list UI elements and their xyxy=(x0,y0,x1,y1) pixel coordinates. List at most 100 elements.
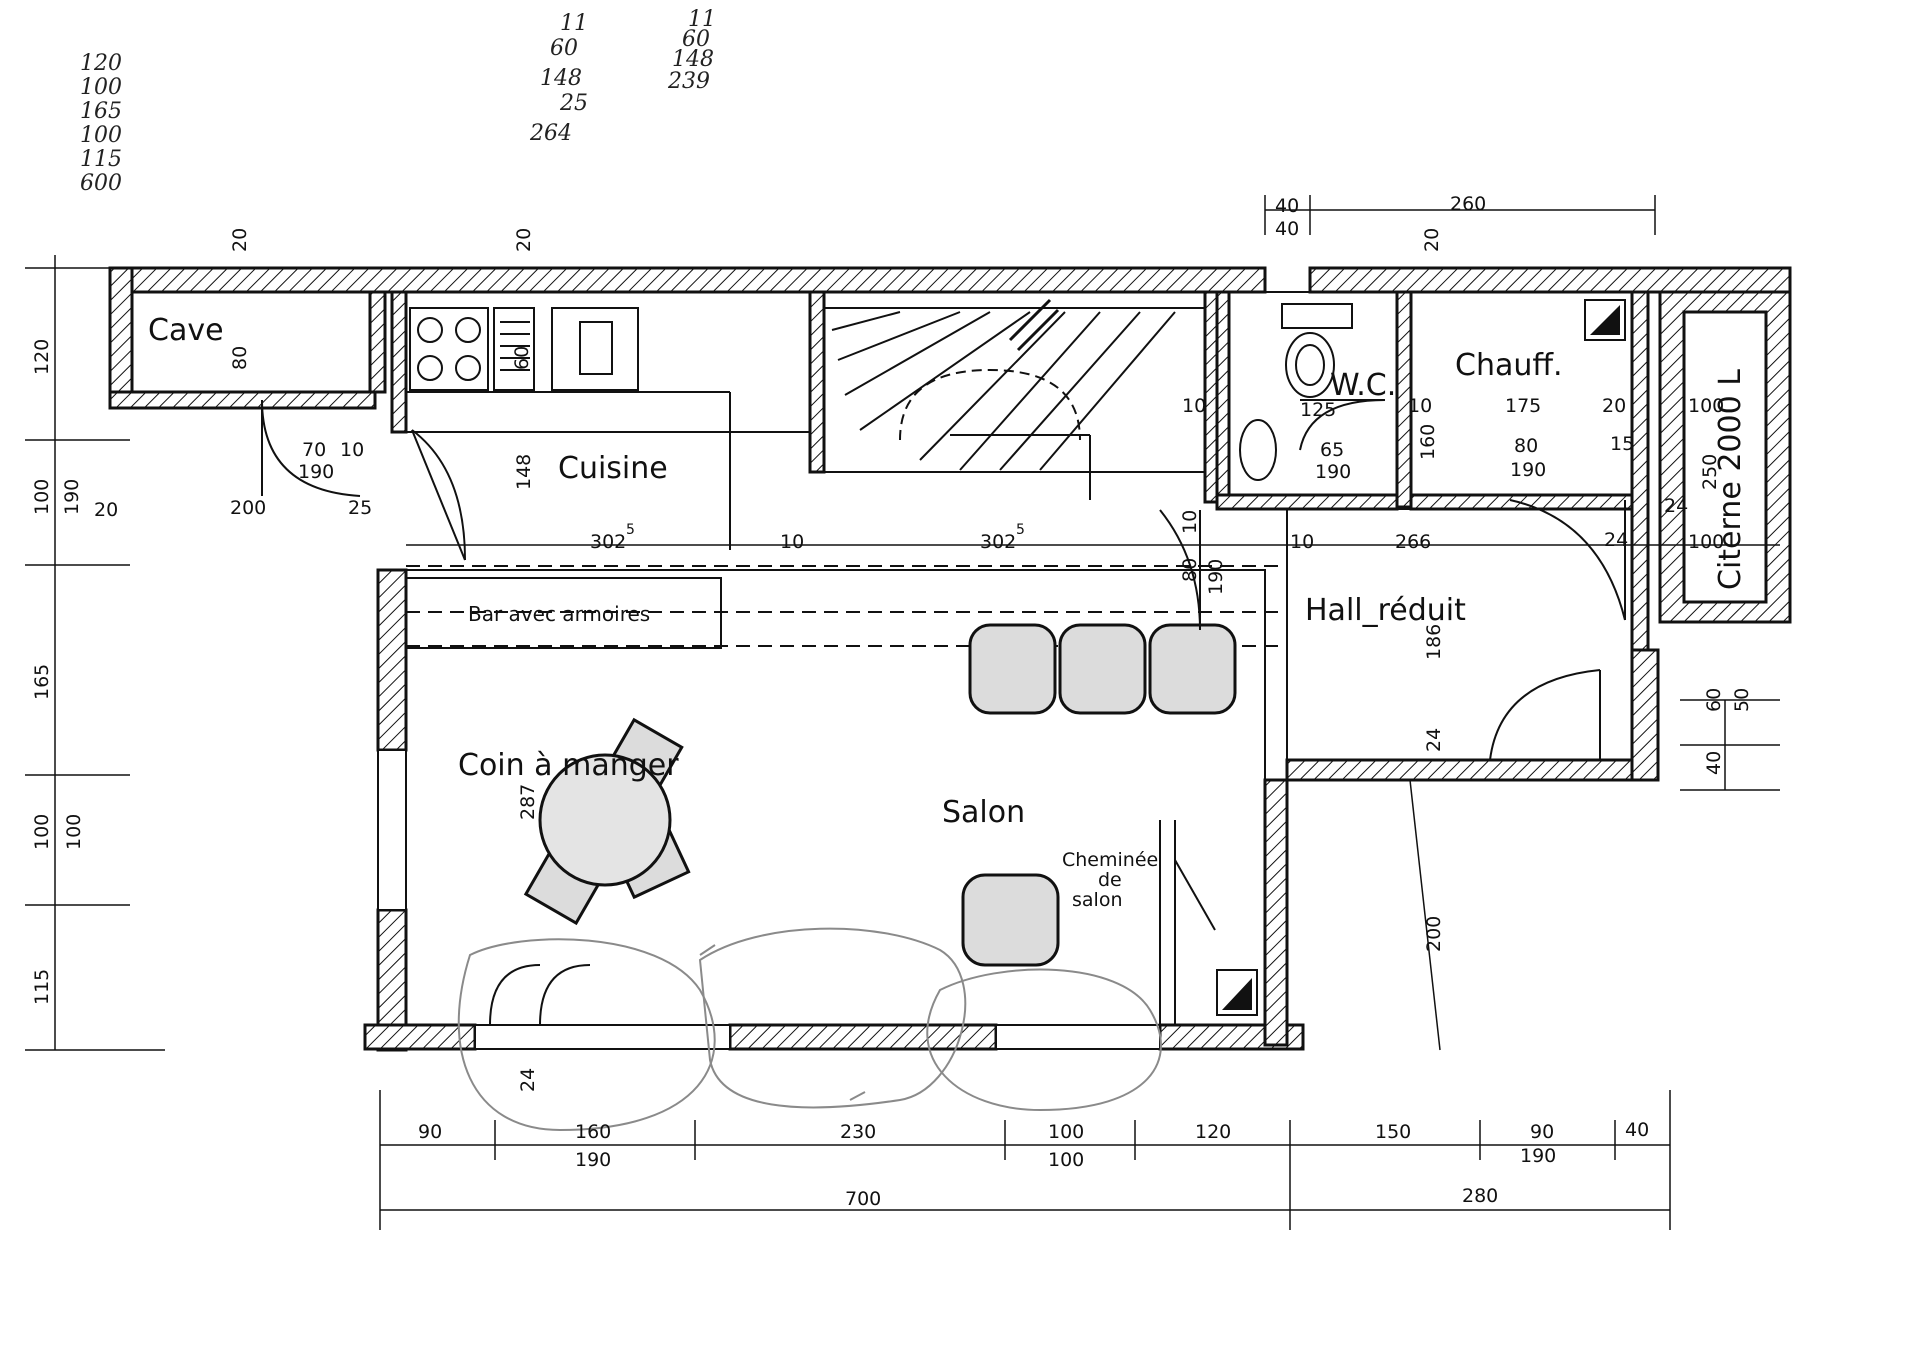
dim-24c: 24 xyxy=(1423,728,1445,752)
dim-10a: 10 xyxy=(340,439,364,461)
wc-fixtures xyxy=(1239,303,1353,481)
dim-80: 80 xyxy=(229,346,251,370)
room-cuisine: Cuisine xyxy=(558,451,668,486)
dim-190b: 190 xyxy=(1315,461,1351,483)
dim-80b: 80 xyxy=(1514,435,1538,457)
hand-3: 165 xyxy=(80,99,122,124)
dim-l120: 120 xyxy=(31,339,53,375)
dim-302b: 302 xyxy=(980,531,1016,553)
hand-7: 11 xyxy=(560,11,588,36)
hand-11: 264 xyxy=(529,121,572,146)
room-chauff: Chauff. xyxy=(1455,348,1563,383)
dim-160: 160 xyxy=(1417,424,1439,460)
dim-190c: 190 xyxy=(1510,459,1546,481)
dim-287: 287 xyxy=(517,784,539,820)
dim-l115: 115 xyxy=(31,969,53,1005)
wall-hall-bottom xyxy=(1285,758,1659,782)
fireplace-label-3: salon xyxy=(1072,889,1123,911)
hand-2: 100 xyxy=(80,75,122,100)
walls xyxy=(108,266,1792,1052)
hand-15: 239 xyxy=(667,69,710,94)
dimension-labels: 40 40 260 20 20 20 80 60 148 70 10 190 2… xyxy=(31,193,1753,1210)
dim-sup5a: 5 xyxy=(626,522,635,538)
chimney-icon xyxy=(1159,820,1258,1025)
wall-wc-bottom xyxy=(1215,493,1399,511)
hand-6: 600 xyxy=(80,171,122,196)
dim-b190: 190 xyxy=(575,1149,611,1171)
wall-wc-left xyxy=(1215,290,1231,509)
dim-175: 175 xyxy=(1505,395,1541,417)
dim-80c: 80 xyxy=(1179,558,1201,582)
sink-icon xyxy=(1239,419,1277,481)
hand-13: 60 xyxy=(682,27,710,52)
boiler-icon xyxy=(1584,299,1626,341)
dim-b230: 230 xyxy=(840,1121,876,1143)
dim-200: 200 xyxy=(230,497,266,519)
wall-stair-left xyxy=(808,290,826,474)
doors xyxy=(261,399,1626,1026)
wall-kitchen-left xyxy=(390,290,408,434)
dim-50r: 50 xyxy=(1731,688,1753,712)
dim-250: 250 xyxy=(1699,454,1721,490)
dim-200b: 200 xyxy=(1423,916,1445,952)
dim-15: 15 xyxy=(1610,433,1634,455)
dim-148: 148 xyxy=(513,454,535,490)
dim-20c: 20 xyxy=(1602,395,1626,417)
dim-25: 25 xyxy=(348,497,372,519)
dim-b40: 40 xyxy=(1625,1119,1649,1141)
dim-70: 70 xyxy=(302,439,326,461)
room-labels: Cave Cuisine W.C. Chauff. Hall_réduit Sa… xyxy=(148,313,1748,911)
sofa xyxy=(968,623,1237,715)
dim-125: 125 xyxy=(1300,399,1336,421)
wall-top-main xyxy=(108,266,1267,294)
dim-l165: 165 xyxy=(31,664,53,700)
dim-10d: 10 xyxy=(1179,510,1201,534)
dim-100r2: 100 xyxy=(1688,531,1724,553)
dimension-lines xyxy=(25,195,1780,1230)
hand-10: 25 xyxy=(559,91,588,116)
wall-hall-right xyxy=(1630,648,1660,782)
dim-60r: 60 xyxy=(1703,688,1725,712)
kitchen-hob xyxy=(406,307,731,550)
dim-24d: 24 xyxy=(517,1068,539,1092)
dim-b150: 150 xyxy=(1375,1121,1411,1143)
dim-sup5b: 5 xyxy=(1016,522,1025,538)
dim-t20c: 20 xyxy=(1421,228,1443,252)
dim-24a: 24 xyxy=(1664,495,1688,517)
wall-chauff-right xyxy=(1630,290,1650,654)
dim-40r: 40 xyxy=(1703,751,1725,775)
staircase xyxy=(824,298,1205,500)
dim-10b: 10 xyxy=(780,531,804,553)
room-hall: Hall_réduit xyxy=(1305,593,1466,628)
wall-chauff-bottom xyxy=(1409,493,1643,511)
dim-10c: 10 xyxy=(1182,395,1206,417)
fireplace-label-2: de xyxy=(1098,869,1122,891)
dim-b100: 100 xyxy=(1048,1121,1084,1143)
dim-b190b: 190 xyxy=(1520,1145,1556,1167)
room-coin-a-manger: Coin à manger xyxy=(458,748,679,783)
room-salon: Salon xyxy=(942,795,1025,830)
hand-12: 11 xyxy=(688,7,716,32)
dim-top40b: 40 xyxy=(1275,218,1299,240)
wall-east-salon xyxy=(1263,778,1289,1047)
fireplace-label-1: Cheminée xyxy=(1062,849,1158,871)
wall-cave-bottom xyxy=(108,390,377,410)
dim-l100c: 100 xyxy=(63,814,85,850)
dim-b90: 90 xyxy=(418,1121,442,1143)
hand-4: 100 xyxy=(80,123,122,148)
dim-b100b: 100 xyxy=(1048,1149,1084,1171)
dim-b120: 120 xyxy=(1195,1121,1231,1143)
wall-bottom-1 xyxy=(363,1023,477,1051)
wall-west-1 xyxy=(376,568,408,752)
hand-5: 115 xyxy=(80,147,122,172)
hand-1: 120 xyxy=(80,51,122,76)
dim-l100: 100 xyxy=(31,479,53,515)
dim-l100b: 100 xyxy=(31,814,53,850)
bar-label: Bar avec armoires xyxy=(468,602,650,626)
room-cave: Cave xyxy=(148,313,224,348)
windows xyxy=(377,749,1161,1050)
citerne-inner xyxy=(1682,310,1768,604)
dim-266: 266 xyxy=(1395,531,1431,553)
dim-top260: 260 xyxy=(1450,193,1486,215)
